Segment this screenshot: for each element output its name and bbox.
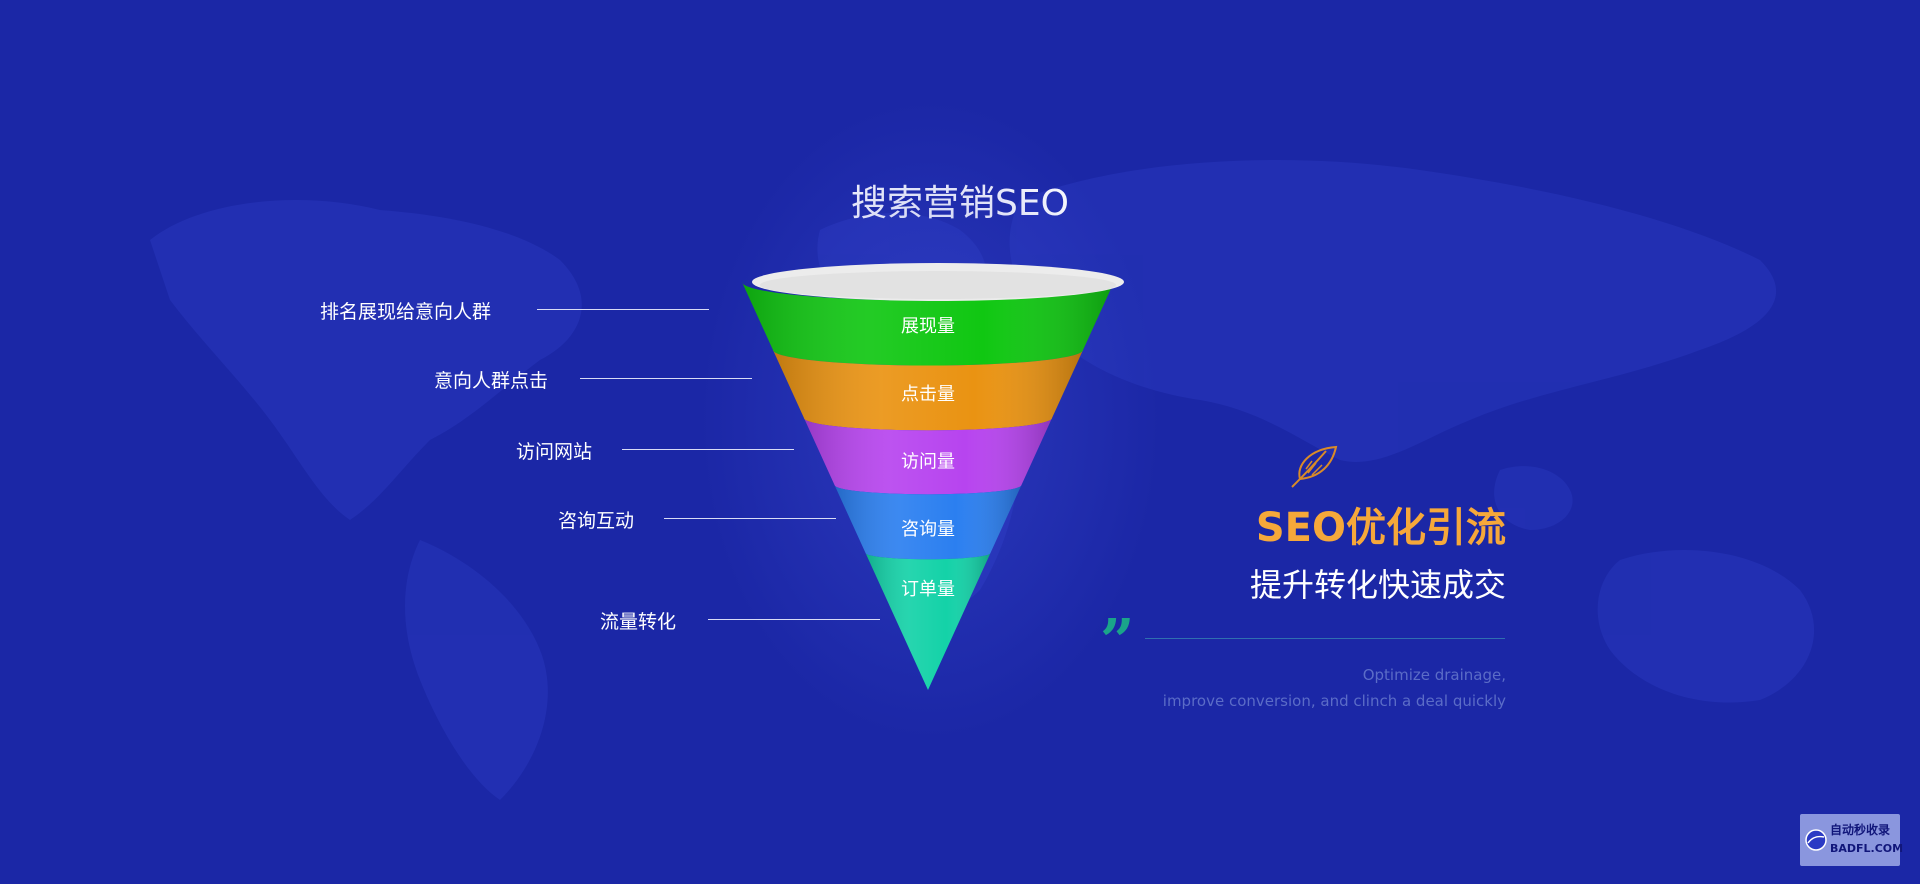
highlight-en-line-2: improve conversion, and clinch a deal qu… xyxy=(1162,692,1506,710)
feather-icon xyxy=(1291,445,1338,488)
highlight-title: SEO优化引流 xyxy=(1255,505,1506,551)
quote-divider xyxy=(1145,638,1505,639)
quote-icon: ” xyxy=(1100,607,1135,677)
funnel-stage-shade-1 xyxy=(742,282,1114,366)
left-annotation-3: 访问网站 xyxy=(516,441,593,463)
watermark-badge: 自动秒收录 BADFL.COM xyxy=(1800,814,1904,866)
funnel-stage-label-1: 展现量 xyxy=(901,316,955,337)
funnel-stage-label-3: 访问量 xyxy=(901,452,955,473)
left-annotation-4: 咨询互动 xyxy=(558,510,635,532)
left-annotation-2: 意向人群点击 xyxy=(434,370,549,392)
funnel-stage-label-5: 订单量 xyxy=(901,579,955,600)
left-annotation-line-4 xyxy=(664,518,836,519)
funnel-stage-shade-4 xyxy=(834,485,1022,560)
highlight-subtitle: 提升转化快速成交 xyxy=(1249,566,1506,604)
funnel-stage-label-4: 咨询量 xyxy=(901,519,955,540)
globe-icon xyxy=(1805,829,1827,851)
watermark-en: BADFL.COM xyxy=(1830,842,1904,855)
funnel-rim-inner xyxy=(760,271,1116,299)
left-annotation-1: 排名展现给意向人群 xyxy=(320,301,492,323)
left-annotation-line-1 xyxy=(537,309,709,310)
left-annotation-line-3 xyxy=(622,449,794,450)
funnel-stage-shade-3 xyxy=(804,418,1052,495)
funnel-stage-label-2: 点击量 xyxy=(901,384,955,405)
highlight-en-line-1: Optimize drainage, xyxy=(1362,666,1506,684)
funnel-stage-shade-5 xyxy=(865,553,991,690)
left-annotation-5: 流量转化 xyxy=(600,611,677,633)
left-annotation-line-5 xyxy=(708,619,880,620)
funnel-stage-shade-2 xyxy=(773,350,1083,431)
left-annotation-line-2 xyxy=(580,378,752,379)
watermark-cn: 自动秒收录 xyxy=(1830,823,1891,837)
